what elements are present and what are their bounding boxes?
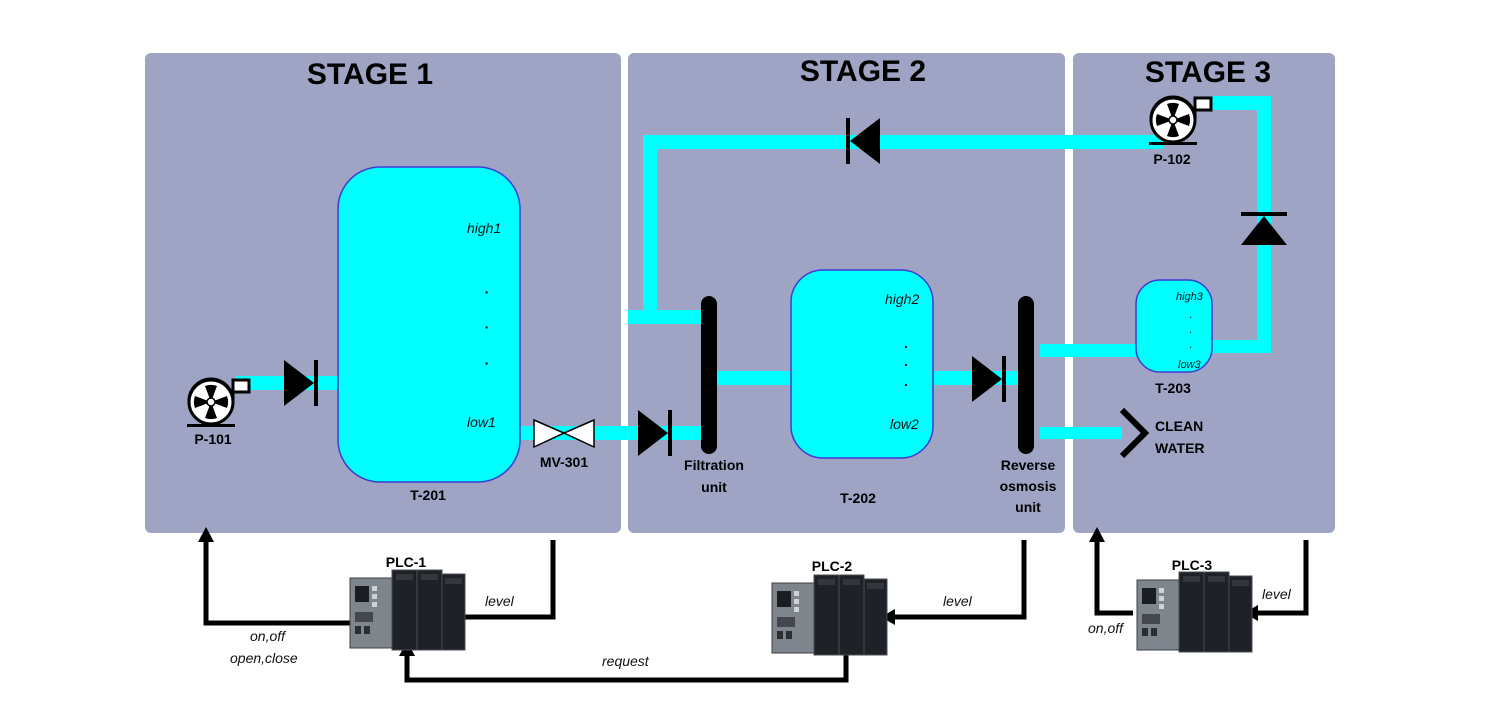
signal-openclose-1: open,close xyxy=(230,650,298,666)
filtration-unit xyxy=(701,296,717,454)
mv301-label: MV-301 xyxy=(540,454,588,470)
t202-level-dot: . xyxy=(904,335,908,351)
t203-name: T-203 xyxy=(1155,380,1191,396)
arrow-up-icon xyxy=(198,527,214,542)
t203-level-dot: . xyxy=(1189,324,1192,336)
check-valve-icon xyxy=(284,360,318,406)
t202-high-label: high2 xyxy=(885,291,919,307)
t201-name: T-201 xyxy=(410,487,446,503)
p102-label: P-102 xyxy=(1153,151,1191,167)
plc-3-icon xyxy=(1136,571,1253,653)
t202-level-dot: . xyxy=(904,373,908,389)
ro-label: unit xyxy=(1015,499,1041,515)
t201-level-dot: · xyxy=(485,319,490,335)
ro-label: osmosis xyxy=(1000,478,1057,494)
plc-1-label: PLC-1 xyxy=(386,554,427,570)
t203-level-dot: . xyxy=(1189,309,1192,321)
outlet-arrow-icon xyxy=(1119,407,1150,459)
check-valve-icon xyxy=(972,356,1006,402)
clean-water-label: CLEAN xyxy=(1155,418,1203,434)
signal-onoff-3: on,off xyxy=(1088,620,1125,636)
stage-2-title: STAGE 2 xyxy=(800,55,926,88)
arrow-left-icon xyxy=(881,609,895,625)
motorized-valve-icon xyxy=(533,418,595,449)
signal-level-1: level xyxy=(485,593,515,609)
t201-level-dot: · xyxy=(485,355,490,371)
control-lines xyxy=(203,540,1309,683)
t201-low-label: low1 xyxy=(467,414,496,430)
t202-name: T-202 xyxy=(840,490,876,506)
plc-2-icon xyxy=(771,574,888,656)
t203-level-dot: . xyxy=(1189,339,1192,351)
ro-label: Reverse xyxy=(1001,457,1056,473)
signal-request: request xyxy=(602,653,650,669)
t202-low-label: low2 xyxy=(890,416,919,432)
t202-level-dot: . xyxy=(904,353,908,369)
plc-1-icon xyxy=(349,569,466,651)
signal-level-2: level xyxy=(943,593,973,609)
filtration-label: Filtration xyxy=(684,457,744,473)
reverse-osmosis-unit xyxy=(1018,296,1034,454)
signal-level-3: level xyxy=(1262,586,1292,602)
filtration-label: unit xyxy=(701,479,727,495)
plc-2-label: PLC-2 xyxy=(812,558,853,574)
t203-high-label: high3 xyxy=(1176,291,1204,303)
plc-3-label: PLC-3 xyxy=(1172,557,1213,573)
tank-t203 xyxy=(1135,279,1213,373)
check-valve-icon xyxy=(1241,212,1287,245)
t201-level-dot: · xyxy=(485,284,490,300)
tank-t201 xyxy=(337,166,521,483)
check-valve-icon xyxy=(638,410,672,456)
stage-1-title: STAGE 1 xyxy=(307,58,433,91)
stage-3-title: STAGE 3 xyxy=(1145,56,1271,89)
t201-high-label: high1 xyxy=(467,220,501,236)
clean-water-label: WATER xyxy=(1155,440,1205,456)
arrow-up-icon xyxy=(1089,527,1105,542)
p101-label: P-101 xyxy=(194,431,232,447)
tank-t202 xyxy=(790,269,934,459)
signal-onoff-1: on,off xyxy=(250,628,287,644)
t203-low-label: low3 xyxy=(1178,359,1202,371)
check-valve-icon xyxy=(846,118,880,164)
